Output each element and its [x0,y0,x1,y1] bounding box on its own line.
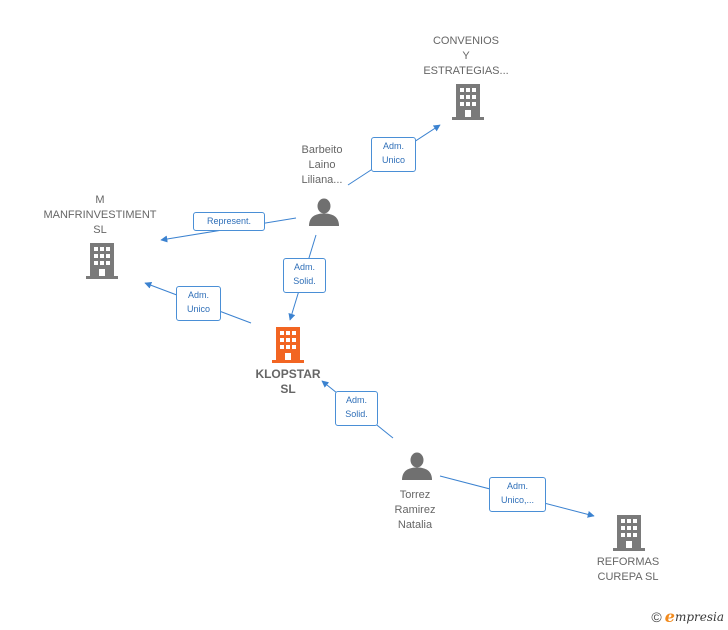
building-icon[interactable] [86,243,118,279]
edge-label-line: Unico [381,155,405,165]
copyright-icon: © [651,608,662,625]
node-label-line: MANFRINVESTIMENT [43,209,157,221]
edge-label-line: Solid. [293,276,316,286]
building-icon[interactable] [452,84,484,120]
node-label-line: Barbeito [301,144,343,156]
node-convenios-label[interactable]: CONVENIOS Y ESTRATEGIAS... [406,34,526,79]
node-label-line: CUREPA SL [597,571,659,583]
edge-label-line: Adm. [345,395,367,405]
edge-label-line: Represent. [206,216,252,226]
edge-label-barbeito-convenios: Adm. Unico [371,137,416,172]
node-label-line: Natalia [397,519,433,531]
node-label-line: SL [93,224,107,236]
person-icon[interactable] [309,198,339,226]
node-label-line: REFORMAS [596,556,660,568]
edge-label-klopstar-manfrinvestiment: Adm. Unico [176,286,221,321]
node-label-line: M [95,194,105,206]
brand-footer[interactable]: © e mpresia [651,607,724,626]
node-barbeito-label[interactable]: Barbeito Laino Liliana... [277,143,367,188]
edge-label-line: Adm. [293,262,315,272]
edge-label-barbeito-klopstar: Adm. Solid. [283,258,326,293]
edge-label-line: Adm. [382,141,404,151]
edge-label-barbeito-manfrinvestiment: Represent. [193,212,265,231]
edge-label-line: Adm. [506,481,528,491]
node-reformas-label[interactable]: REFORMAS CUREPA SL [578,555,678,585]
node-label-line: SL [280,382,296,396]
node-label-line: Y [462,50,470,62]
person-icon[interactable] [402,452,432,480]
edge-label-line: Unico,... [500,495,534,505]
node-torrez-label[interactable]: Torrez Ramirez Natalia [370,488,460,533]
edge-label-line: Unico [186,304,210,314]
building-icon[interactable] [613,515,645,551]
brand-logo-text: mpresia [674,609,724,624]
building-icon[interactable] [272,327,304,363]
node-label-line: ESTRATEGIAS... [423,65,509,77]
node-label-line: KLOPSTAR [255,367,321,381]
node-klopstar-label[interactable]: KLOPSTAR SL [238,367,338,397]
edge-label-torrez-klopstar: Adm. Solid. [335,391,378,426]
node-label-line: Torrez [399,489,431,501]
edge-label-line: Solid. [345,409,368,419]
node-manfrinvestiment-label[interactable]: M MANFRINVESTIMENT SL [36,193,164,238]
node-label-line: Laino [308,159,336,171]
node-label-line: Liliana... [301,174,343,186]
node-label-line: Ramirez [394,504,436,516]
node-label-line: CONVENIOS [432,35,499,47]
brand-logo-e: e [664,607,675,626]
edge-label-torrez-reformas: Adm. Unico,... [489,477,546,512]
edge-label-line: Adm. [187,290,209,300]
